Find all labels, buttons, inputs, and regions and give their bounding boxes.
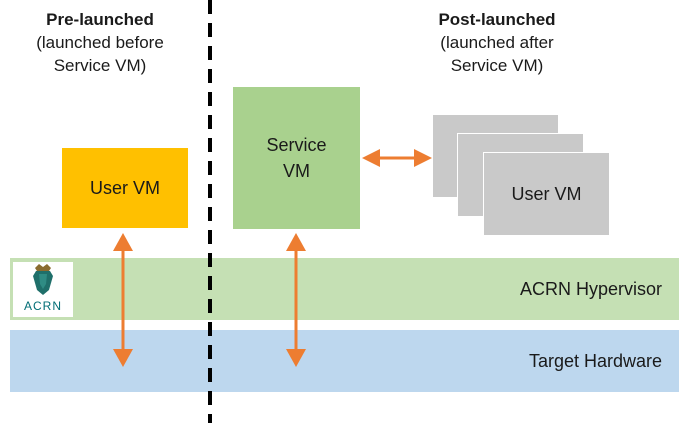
service-vm-label-line-2: VM — [283, 161, 310, 181]
post-launched-user-vm-box: User VM — [483, 152, 610, 236]
hardware-label: Target Hardware — [528, 351, 662, 371]
pre-launched-title: Pre-launched — [46, 10, 154, 29]
post-launched-line-2: Service VM) — [450, 56, 544, 75]
pre-vm-hardware-arrow — [113, 233, 133, 367]
service-vm-hardware-arrow — [286, 233, 306, 367]
post-launched-line-1: (launched after — [440, 33, 554, 52]
post-launched-heading: Post-launched (launched after Service VM… — [397, 8, 597, 77]
post-launched-title: Post-launched — [438, 10, 556, 29]
service-vm-user-vm-arrow — [362, 149, 432, 167]
pre-launched-user-vm-box: User VM — [62, 148, 188, 228]
pre-launched-user-vm-label: User VM — [89, 178, 160, 198]
pre-launched-line-1: (launched before — [36, 33, 164, 52]
service-vm-box: Service VM — [233, 87, 360, 229]
hypervisor-label: ACRN Hypervisor — [519, 279, 662, 299]
service-vm-label-line-1: Service — [266, 135, 327, 155]
acrn-logo: ACRN — [13, 262, 73, 317]
pre-launched-line-2: Service VM) — [53, 56, 147, 75]
acrn-crest-icon — [33, 264, 53, 295]
acrn-logo-text: ACRN — [23, 299, 62, 313]
pre-launched-heading: Pre-launched (launched before Service VM… — [0, 8, 200, 77]
post-launched-user-vm-label: User VM — [511, 184, 582, 204]
